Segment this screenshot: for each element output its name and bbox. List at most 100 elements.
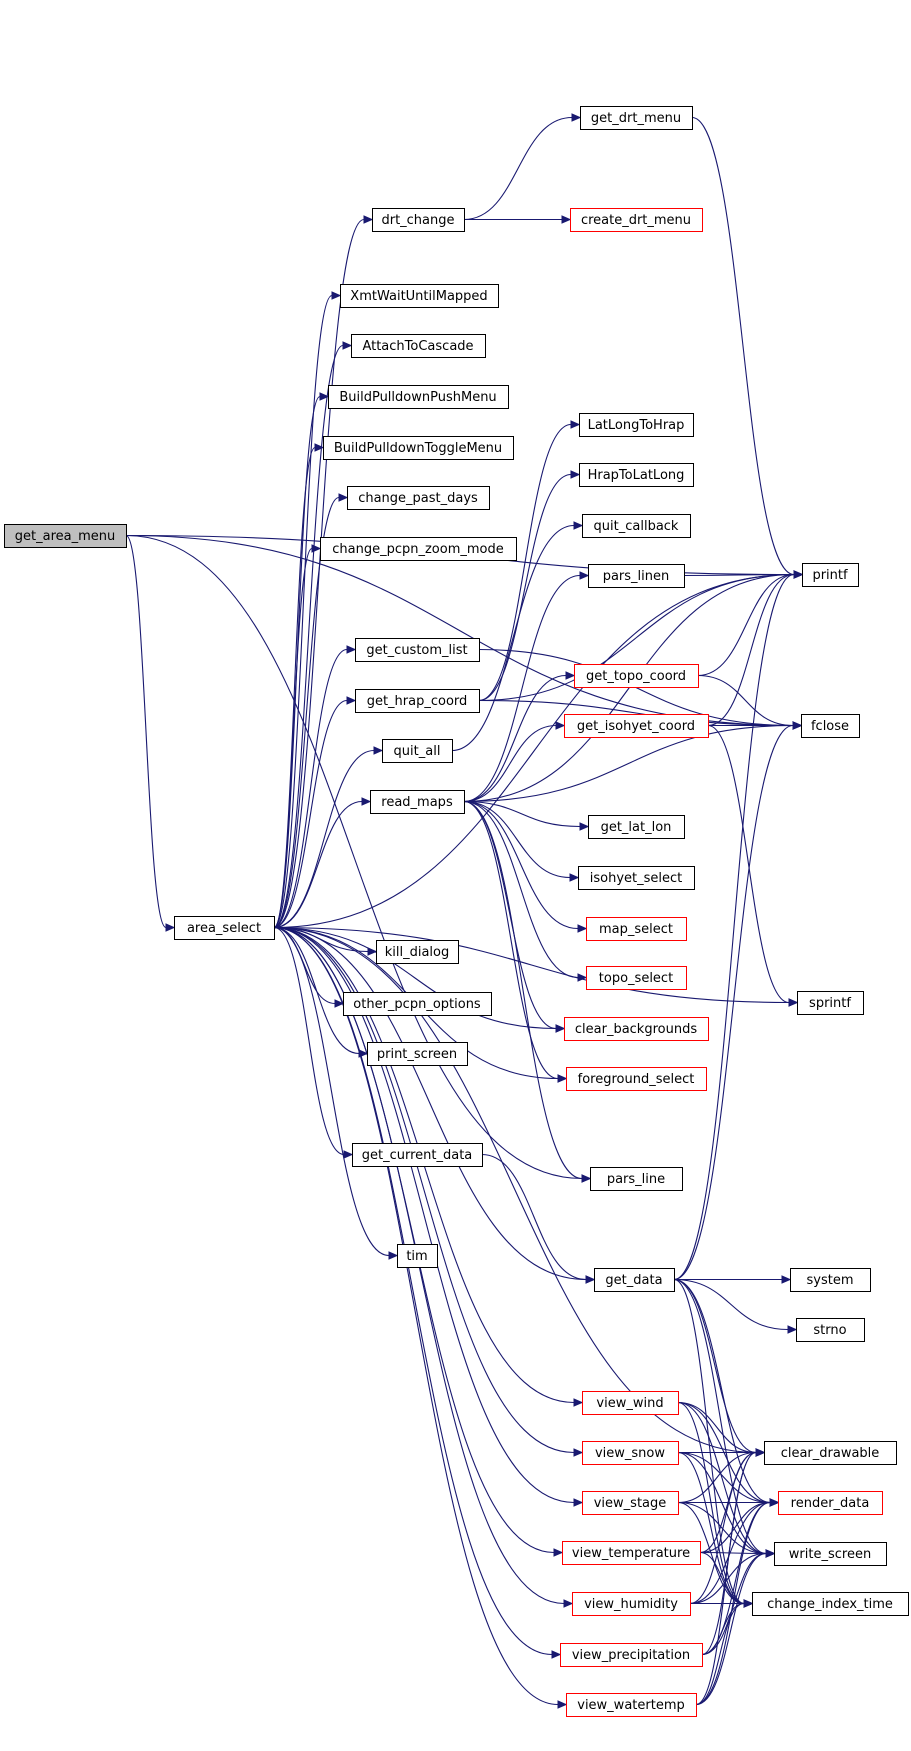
node-printf[interactable]: printf xyxy=(802,563,859,587)
node-topo-select[interactable]: topo_select xyxy=(586,966,687,990)
node-label: view_stage xyxy=(594,1496,667,1511)
node-label: area_select xyxy=(187,921,261,936)
node-clear-backgrounds[interactable]: clear_backgrounds xyxy=(564,1017,709,1041)
node-get-isohyet-coord[interactable]: get_isohyet_coord xyxy=(564,714,709,738)
node-label: other_pcpn_options xyxy=(353,997,481,1012)
node-label: view_temperature xyxy=(572,1546,690,1561)
node-label: clear_backgrounds xyxy=(575,1022,697,1037)
node-clear-drawable[interactable]: clear_drawable xyxy=(764,1441,897,1465)
node-label: pars_linen xyxy=(603,569,670,584)
node-change-pcpn-zoom-mode[interactable]: change_pcpn_zoom_mode xyxy=(320,537,517,561)
node-tim[interactable]: tim xyxy=(397,1244,438,1268)
node-quit-callback[interactable]: quit_callback xyxy=(582,514,691,538)
node-label: HrapToLatLong xyxy=(588,468,685,483)
node-label: strno xyxy=(813,1323,846,1338)
node-buildpulldowntogglemenu[interactable]: BuildPulldownToggleMenu xyxy=(323,436,514,460)
node-foreground-select[interactable]: foreground_select xyxy=(566,1067,707,1091)
node-label: map_select xyxy=(599,922,673,937)
node-strno[interactable]: strno xyxy=(796,1318,865,1342)
call-edge xyxy=(673,721,803,1281)
node-change-index-time[interactable]: change_index_time xyxy=(752,1592,909,1616)
node-get-area-menu[interactable]: get_area_menu xyxy=(4,524,127,548)
node-isohyet-select[interactable]: isohyet_select xyxy=(578,866,695,890)
node-view-precipitation[interactable]: view_precipitation xyxy=(560,1643,703,1667)
node-label: BuildPulldownPushMenu xyxy=(339,390,496,405)
node-read-maps[interactable]: read_maps xyxy=(370,790,465,814)
node-xmtwaituntilmapped[interactable]: XmtWaitUntilMapped xyxy=(340,284,499,308)
nodes-layer: get_area_menu area_select printf get_drt_me… xyxy=(4,106,909,1717)
node-sprintf[interactable]: sprintf xyxy=(797,991,864,1015)
node-write-screen[interactable]: write_screen xyxy=(774,1542,887,1566)
call-edge xyxy=(695,1599,754,1706)
node-label: write_screen xyxy=(789,1547,871,1562)
node-attachtocascade[interactable]: AttachToCascade xyxy=(351,334,486,358)
call-edge xyxy=(273,926,354,1159)
call-edge xyxy=(463,800,588,933)
node-fclose[interactable]: fclose xyxy=(801,714,860,738)
node-label: quit_all xyxy=(394,744,441,759)
call-edge xyxy=(463,800,590,831)
node-latlongtohrap[interactable]: LatLongToHrap xyxy=(579,413,694,437)
call-edge xyxy=(464,215,572,224)
node-label: change_index_time xyxy=(767,1597,893,1612)
node-view-snow[interactable]: view_snow xyxy=(582,1441,679,1465)
call-edge xyxy=(478,420,581,702)
node-label: kill_dialog xyxy=(385,945,450,960)
node-label: clear_drawable xyxy=(781,1446,880,1461)
node-label: change_past_days xyxy=(358,491,478,506)
node-label: create_drt_menu xyxy=(581,213,691,228)
call-edge xyxy=(463,571,590,803)
call-edge xyxy=(273,696,357,929)
node-label: get_data xyxy=(605,1273,662,1288)
call-edge xyxy=(273,926,562,1659)
node-label: get_drt_menu xyxy=(591,111,681,126)
call-edge xyxy=(451,521,584,752)
node-area-select[interactable]: area_select xyxy=(174,916,275,940)
node-get-current-data[interactable]: get_current_data xyxy=(352,1143,483,1167)
node-print-screen[interactable]: print_screen xyxy=(367,1042,468,1066)
node-label: render_data xyxy=(791,1496,870,1511)
node-pars-line[interactable]: pars_line xyxy=(590,1167,683,1191)
node-label: get_hrap_coord xyxy=(367,694,468,709)
node-view-watertemp[interactable]: view_watertemp xyxy=(566,1693,697,1717)
call-edge xyxy=(674,1275,792,1284)
node-view-stage[interactable]: view_stage xyxy=(582,1491,679,1515)
call-edge xyxy=(673,1278,798,1334)
node-get-drt-menu[interactable]: get_drt_menu xyxy=(580,106,693,130)
node-view-humidity[interactable]: view_humidity xyxy=(572,1592,691,1616)
node-create-drt-menu[interactable]: create_drt_menu xyxy=(570,208,703,232)
node-kill-dialog[interactable]: kill_dialog xyxy=(376,940,459,964)
node-quit-all[interactable]: quit_all xyxy=(382,739,453,763)
node-buildpulldownpushmenu[interactable]: BuildPulldownPushMenu xyxy=(328,385,509,409)
call-edge xyxy=(273,797,372,929)
node-render-data[interactable]: render_data xyxy=(778,1491,883,1515)
node-change-past-days[interactable]: change_past_days xyxy=(347,486,490,510)
node-drt-change[interactable]: drt_change xyxy=(372,208,465,232)
node-get-data[interactable]: get_data xyxy=(594,1268,675,1292)
node-system[interactable]: system xyxy=(790,1268,871,1292)
node-get-topo-coord[interactable]: get_topo_coord xyxy=(574,664,699,688)
node-map-select[interactable]: map_select xyxy=(586,917,687,941)
node-get-lat-lon[interactable]: get_lat_lon xyxy=(588,815,685,839)
node-label: sprintf xyxy=(809,996,851,1011)
node-label: view_watertemp xyxy=(577,1698,685,1713)
call-edge xyxy=(273,291,342,929)
node-label: LatLongToHrap xyxy=(588,418,685,433)
call-edge xyxy=(697,570,804,677)
node-view-temperature[interactable]: view_temperature xyxy=(562,1541,701,1565)
call-edge xyxy=(481,1153,596,1284)
call-edge xyxy=(673,570,804,1281)
node-label: view_humidity xyxy=(584,1597,678,1612)
node-get-custom-list[interactable]: get_custom_list xyxy=(355,638,480,662)
node-view-wind[interactable]: view_wind xyxy=(582,1391,679,1415)
node-label: get_lat_lon xyxy=(601,820,672,835)
call-edge xyxy=(125,534,592,1183)
call-edge xyxy=(463,721,566,803)
node-label: BuildPulldownToggleMenu xyxy=(334,441,502,456)
node-pars-linen[interactable]: pars_linen xyxy=(588,564,685,588)
node-label: XmtWaitUntilMapped xyxy=(350,289,487,304)
node-hraptolatlong[interactable]: HrapToLatLong xyxy=(579,463,694,487)
node-get-hrap-coord[interactable]: get_hrap_coord xyxy=(355,689,480,713)
node-other-pcpn-options[interactable]: other_pcpn_options xyxy=(343,992,492,1016)
call-edge xyxy=(273,570,804,929)
